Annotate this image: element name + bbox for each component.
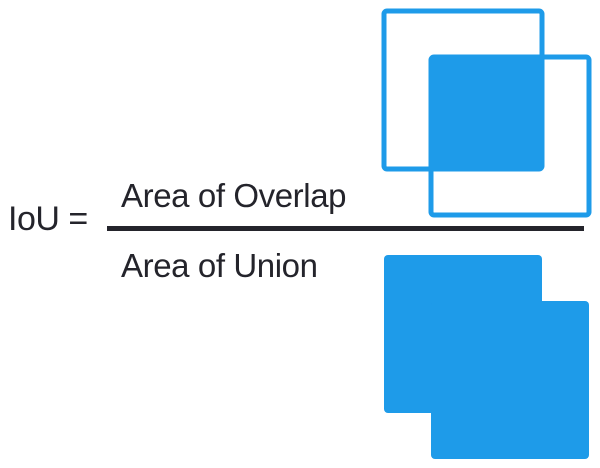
overlap-intersection-fill-top [434,60,539,166]
overlap-box-b-outline [428,54,592,218]
overlap-box-a-outline [381,8,545,172]
fraction-bar [107,226,584,231]
formula-left-hand-side: IoU = [8,200,88,238]
area-of-overlap-diagram [378,4,594,218]
fraction-denominator-label: Area of Union [121,247,318,284]
fraction-numerator-label: Area of Overlap [121,177,347,214]
area-of-union-diagram [378,248,594,462]
union-box-b-fill [431,301,589,459]
